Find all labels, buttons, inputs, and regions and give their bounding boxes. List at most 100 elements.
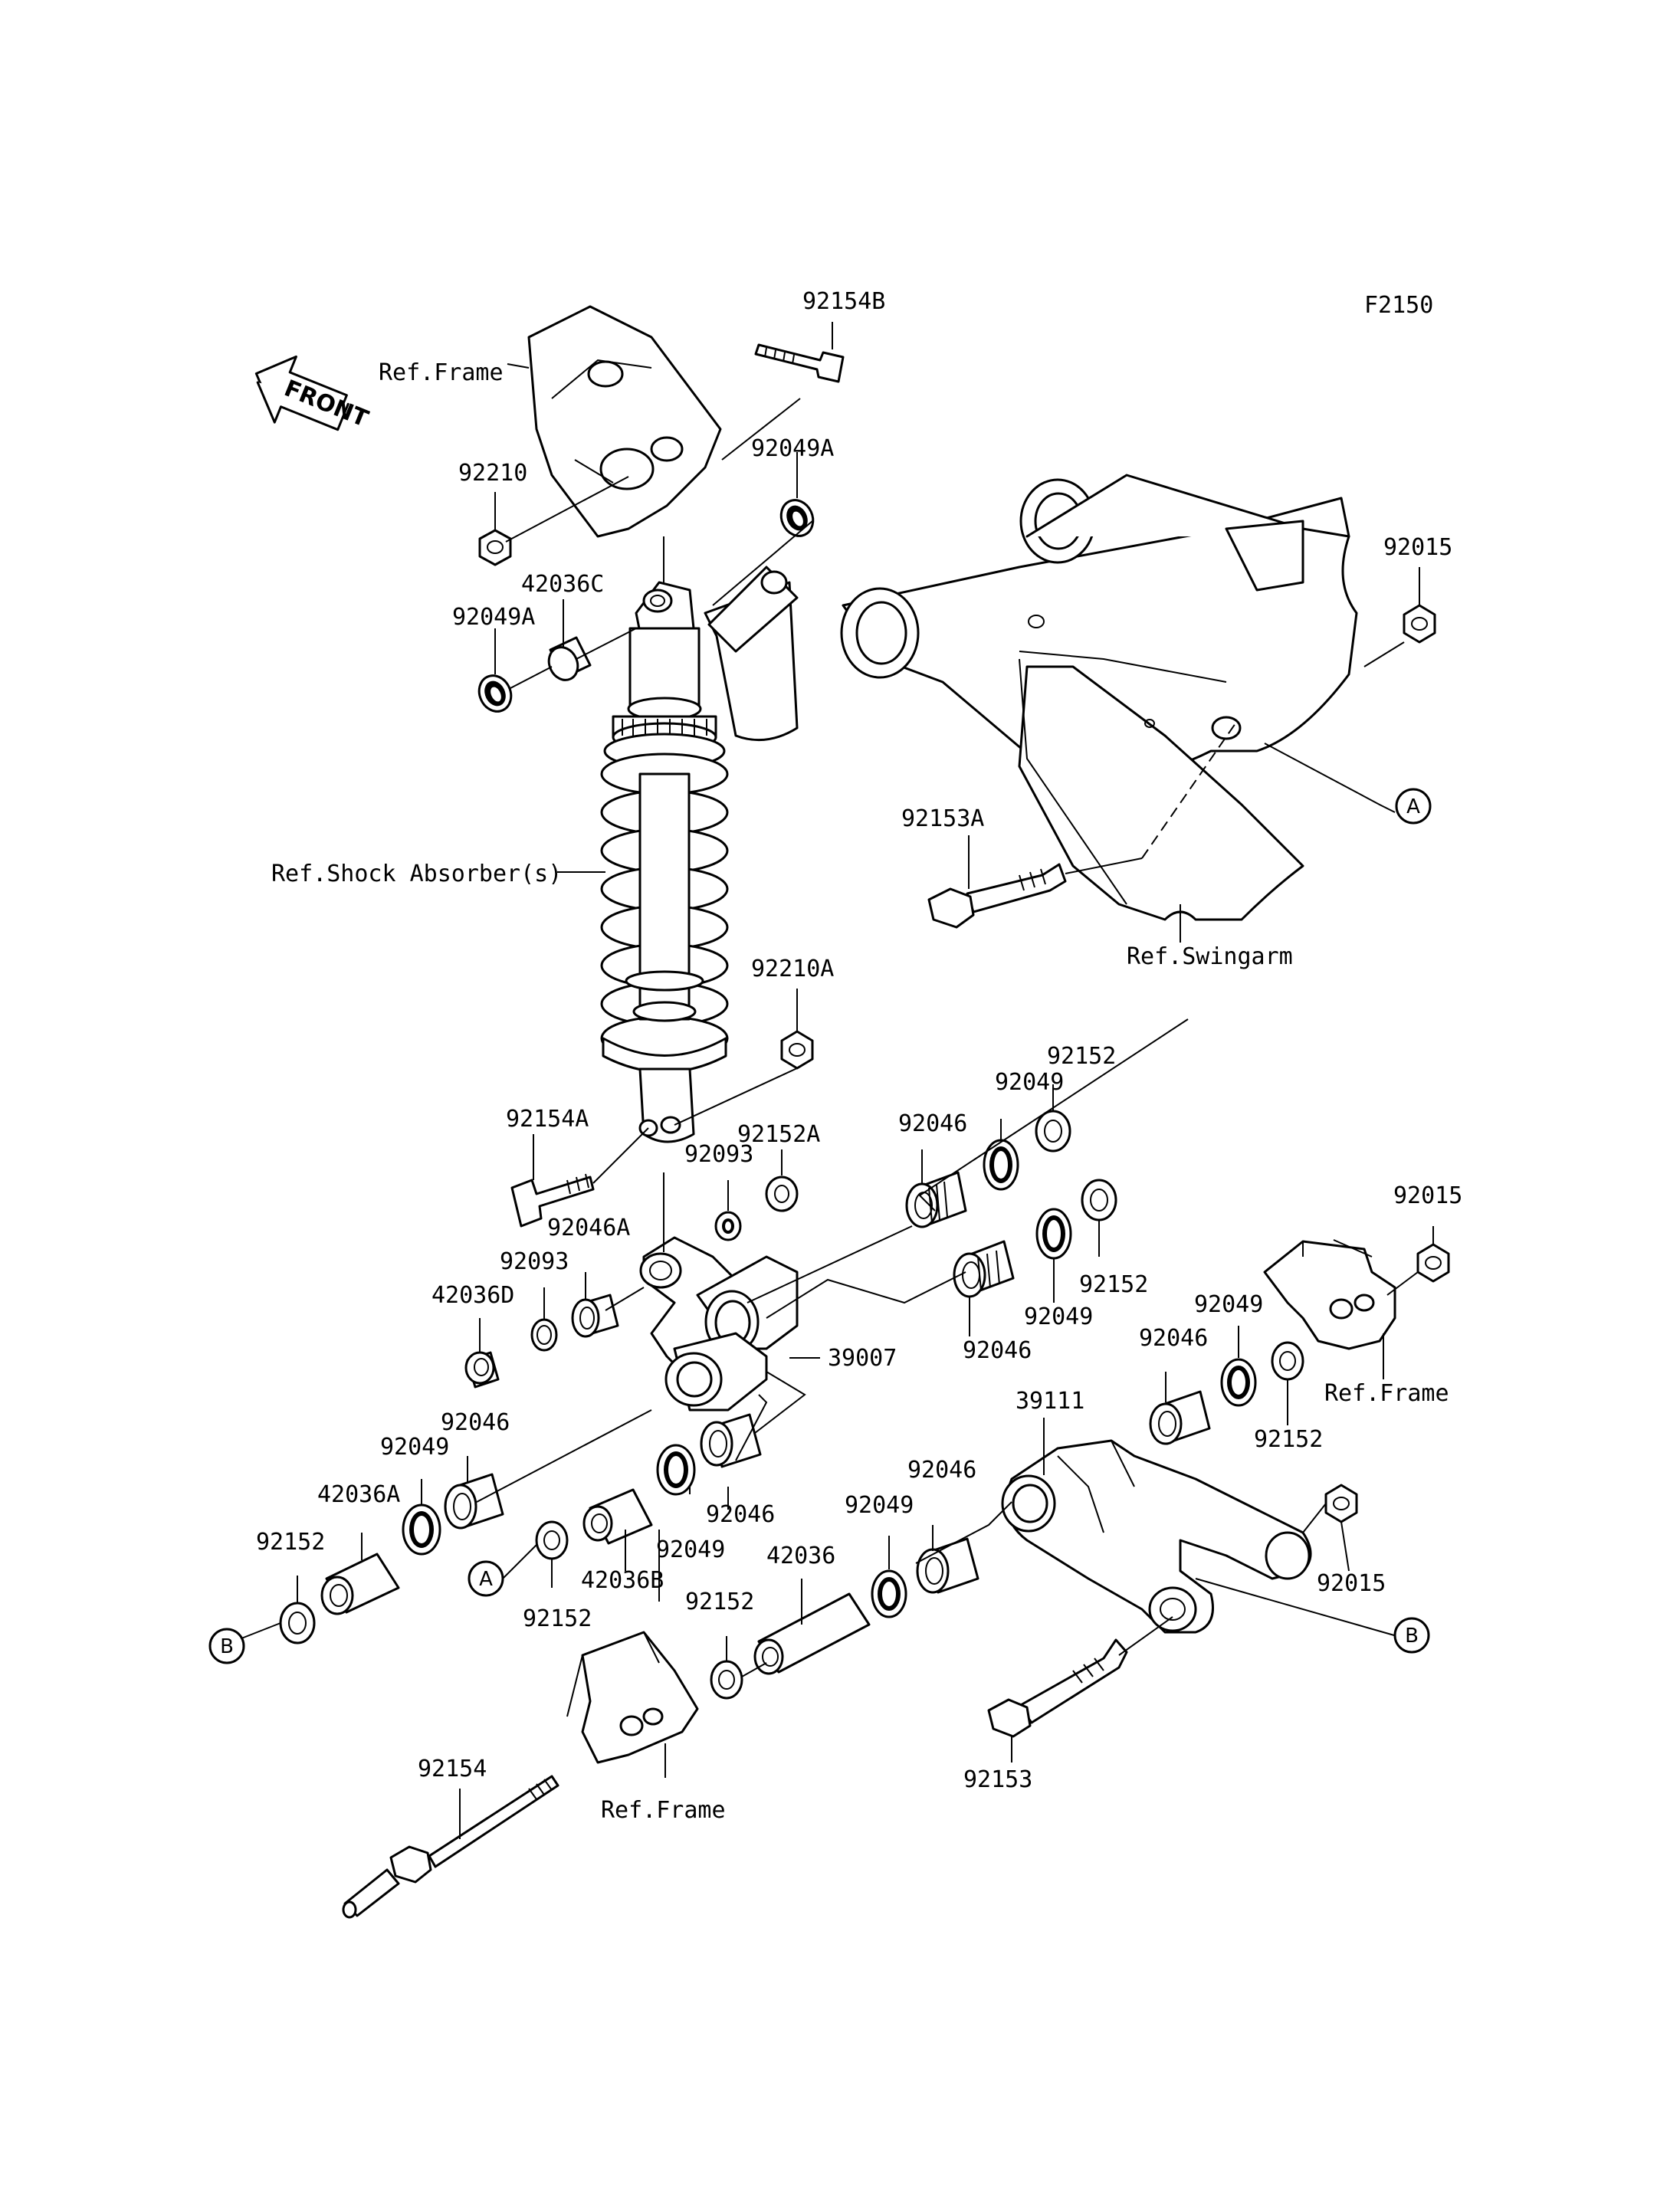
tie-rod-39111	[1001, 1439, 1312, 1634]
part-label: 92049	[995, 1069, 1064, 1096]
frame-top-mount	[527, 305, 722, 538]
washer-92152-right	[1271, 1341, 1304, 1381]
connector-a-left: A	[468, 1560, 504, 1597]
connector-a-right: A	[1395, 788, 1432, 825]
part-labels: 92154B 92210 92049A 42036C 92049A 92015 …	[256, 288, 1462, 1793]
bolt-92154B	[754, 343, 845, 383]
washer-92152-lower-left	[279, 1602, 316, 1644]
diagram-code: F2150	[1364, 292, 1433, 319]
washer-92093-upper	[714, 1211, 742, 1241]
leader-lines	[237, 322, 1434, 1839]
collar-42036C	[547, 636, 592, 681]
part-label: 92049	[380, 1434, 449, 1461]
frame-bottom-mount	[566, 1631, 699, 1764]
ref-frame-top: Ref.Frame	[379, 359, 504, 386]
ref-frame-right: Ref.Frame	[1324, 1380, 1449, 1407]
part-label: 42036B	[581, 1567, 664, 1594]
part-label: 92046	[1139, 1325, 1208, 1352]
part-label: 92049	[1194, 1291, 1263, 1318]
bearing-92046-mid	[953, 1240, 1015, 1298]
part-label: 92046	[963, 1337, 1032, 1364]
shock-absorber	[600, 566, 799, 1143]
part-label: 92152A	[737, 1121, 820, 1148]
part-label: 92046A	[547, 1215, 630, 1241]
swingarm	[840, 474, 1358, 921]
part-label: 42036	[766, 1543, 835, 1569]
frame-right-mount	[1263, 1239, 1396, 1350]
part-label: 92153	[963, 1766, 1032, 1793]
part-label: 92152	[256, 1529, 325, 1556]
part-label: 92210A	[751, 956, 834, 982]
washer-92152-upper	[1035, 1110, 1071, 1153]
bearing-92046-upper	[905, 1171, 967, 1228]
connector-b-right: B	[1393, 1617, 1430, 1654]
part-label: 92049A	[751, 435, 834, 462]
part-label: 39007	[828, 1345, 897, 1372]
part-label: 92015	[1317, 1570, 1386, 1597]
seal-92049-lower-mid	[656, 1444, 696, 1496]
collar-42036B	[582, 1488, 653, 1545]
nut-92015-right	[1416, 1243, 1450, 1283]
part-label: 92153A	[901, 805, 984, 832]
part-label: 92046	[898, 1110, 967, 1137]
part-label: 92015	[1393, 1182, 1462, 1209]
ref-swingarm: Ref.Swingarm	[1127, 943, 1293, 970]
part-label: 39111	[1016, 1388, 1084, 1415]
svg-text:B: B	[1405, 1625, 1419, 1648]
washer-92152-lower-mid	[535, 1520, 569, 1560]
svg-text:B: B	[220, 1635, 234, 1658]
part-label: 92152	[1047, 1043, 1116, 1070]
seal-92049-right	[1220, 1358, 1257, 1407]
part-label: 42036A	[317, 1481, 400, 1508]
bolt-92154A	[510, 1173, 595, 1228]
nut-92015-lower	[1324, 1484, 1358, 1523]
bearing-92046-lower-left	[444, 1473, 504, 1530]
part-label: 92049A	[452, 604, 535, 631]
collar-42036A	[320, 1553, 400, 1615]
part-label: 92152	[1254, 1426, 1323, 1453]
part-label: 92015	[1383, 534, 1452, 561]
rocker-arm-39007	[639, 1236, 799, 1412]
part-label: 92093	[500, 1248, 569, 1275]
bolt-92153A	[927, 863, 1067, 929]
part-label: 92046	[706, 1501, 775, 1528]
svg-text:A: A	[1406, 795, 1420, 818]
part-label: 92154B	[802, 288, 885, 315]
washer-92093-lower	[530, 1318, 558, 1352]
washer-92152A	[765, 1176, 799, 1212]
part-label: 92154A	[506, 1106, 589, 1133]
collar-42036	[753, 1592, 871, 1675]
part-label: 92154	[418, 1756, 487, 1782]
part-label: 92049	[1024, 1303, 1093, 1330]
front-arrow-icon: FRONT	[254, 355, 372, 433]
part-label: 92049	[845, 1492, 914, 1519]
seal-92049-lower-centre	[871, 1569, 907, 1618]
seal-92049A-left	[477, 674, 513, 713]
part-label: 42036C	[521, 571, 604, 598]
part-label: 92152	[1079, 1271, 1148, 1298]
ref-shock: Ref.Shock Absorber(s)	[271, 861, 562, 887]
part-label: 92210	[458, 460, 527, 487]
part-label: 92152	[685, 1589, 754, 1615]
nut-92210A	[780, 1030, 814, 1070]
nut-92210	[478, 529, 512, 566]
washer-92152-lower-centre	[710, 1660, 743, 1700]
collar-42036D	[464, 1351, 500, 1389]
ref-frame-bottom: Ref.Frame	[601, 1797, 726, 1824]
nut-92015-top	[1403, 604, 1436, 644]
shaft-92154	[342, 1775, 559, 1919]
bearing-92046-lower-mid	[700, 1413, 762, 1468]
part-label: 92046	[907, 1457, 976, 1484]
bolt-92153	[987, 1638, 1128, 1738]
connector-b-left: B	[208, 1628, 245, 1664]
washer-92152-mid	[1081, 1179, 1117, 1221]
part-label: 92049	[656, 1536, 725, 1563]
bearing-92046-right	[1149, 1390, 1211, 1445]
seal-92049-mid	[1035, 1208, 1072, 1260]
part-label: 92093	[684, 1141, 753, 1168]
svg-text:A: A	[479, 1568, 493, 1591]
seal-92049-lower-left	[402, 1503, 441, 1556]
part-label: 42036D	[431, 1282, 514, 1309]
part-label: 92046	[441, 1409, 510, 1436]
